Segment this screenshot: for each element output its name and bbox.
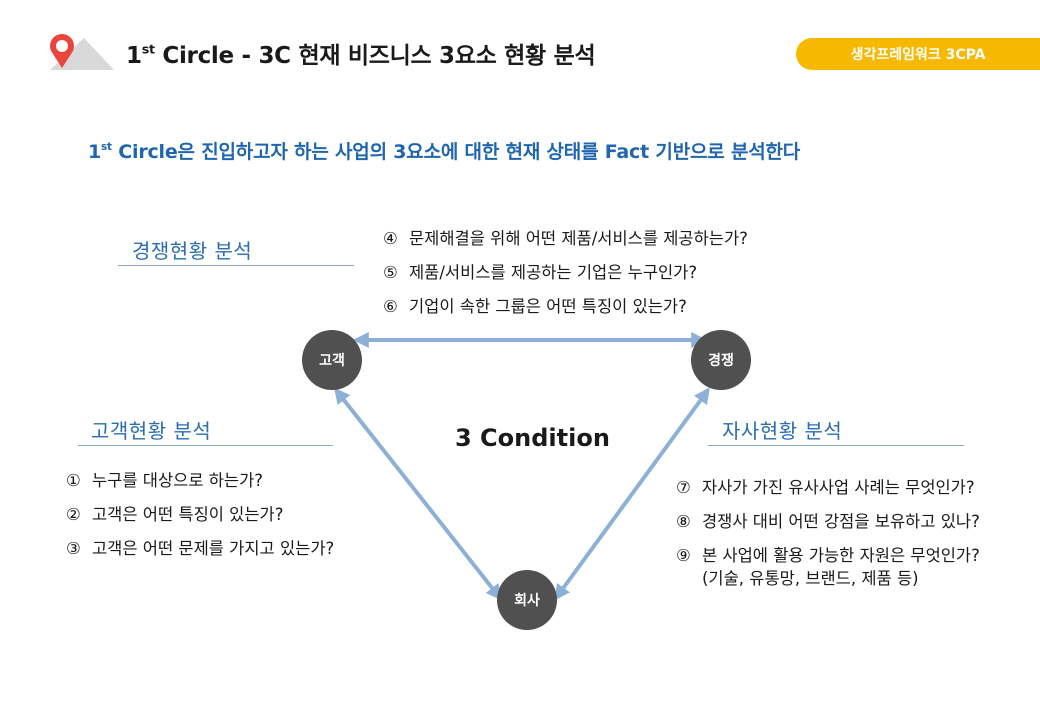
node-company-label: 회사	[514, 593, 540, 609]
list-item-continuation: (기술, 유통망, 브랜드, 제품 등)	[702, 569, 919, 588]
node-competitor: 경쟁	[691, 330, 751, 390]
node-company: 회사	[497, 570, 557, 630]
competitor-heading-underline	[118, 265, 354, 266]
company-section-heading: 자사현황 분석	[722, 419, 843, 443]
arrow-customer-company	[334, 387, 502, 601]
center-label: 3 Condition	[455, 424, 610, 452]
node-customer-label: 고객	[319, 352, 345, 369]
arrow-competitor-company	[554, 387, 710, 601]
page-title: 1st Circle - 3C 현재 비즈니스 3요소 현황 분석	[126, 41, 596, 69]
company-heading-underline	[708, 445, 964, 446]
customer-section-heading: 고객현황 분석	[91, 419, 212, 443]
node-customer: 고객	[302, 330, 362, 390]
node-competitor-label: 경쟁	[708, 352, 734, 369]
customer-heading-underline	[78, 445, 333, 446]
page-subtitle: 1st Circle은 진입하고자 하는 사업의 3요소에 대한 현재 상태를 …	[88, 141, 801, 163]
competitor-section-heading: 경쟁현황 분석	[132, 239, 253, 263]
location-pin-logo-icon	[50, 34, 114, 70]
framework-badge: 생각프레임워크 3CPA	[796, 38, 1040, 70]
